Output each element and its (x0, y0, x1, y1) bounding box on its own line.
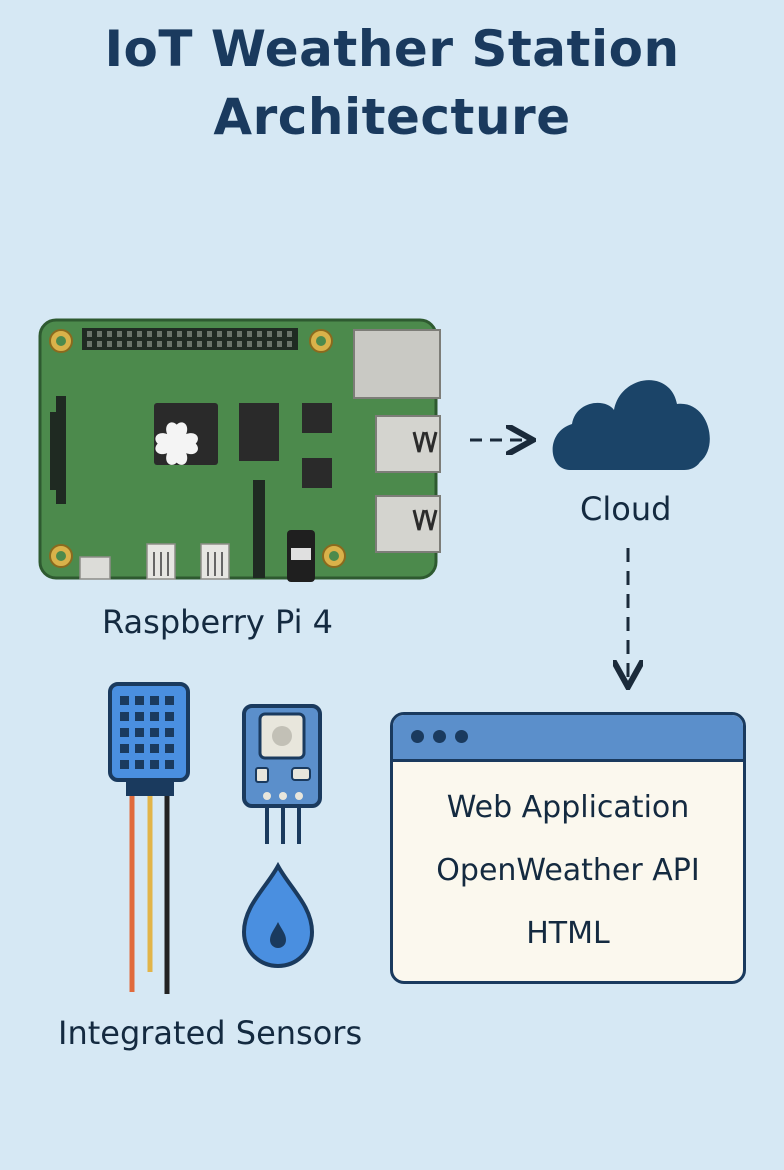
window-dot-icon (411, 730, 424, 743)
diagram-title-line-2: Architecture (213, 88, 571, 146)
temperature-humidity-sensor-icon (108, 682, 190, 994)
browser-window-icon: Web Application OpenWeather API HTML (390, 712, 746, 984)
window-titlebar (393, 715, 743, 762)
window-dot-icon (455, 730, 468, 743)
window-dot-icon (433, 730, 446, 743)
water-drop-icon (241, 861, 315, 969)
cloud-label: Cloud (580, 490, 672, 528)
cloud-icon (552, 380, 710, 470)
sensors-label: Integrated Sensors (58, 1014, 363, 1052)
web-app-line-2: OpenWeather API (436, 853, 700, 888)
raspberry-pi-board-icon (38, 318, 441, 582)
web-app-line-1: Web Application (446, 790, 690, 825)
web-app-line-3: HTML (526, 916, 610, 951)
diagram-title-line-1: IoT Weather Station (104, 20, 680, 78)
pressure-sensor-icon (242, 704, 322, 844)
raspberry-pi-label: Raspberry Pi 4 (102, 603, 333, 641)
